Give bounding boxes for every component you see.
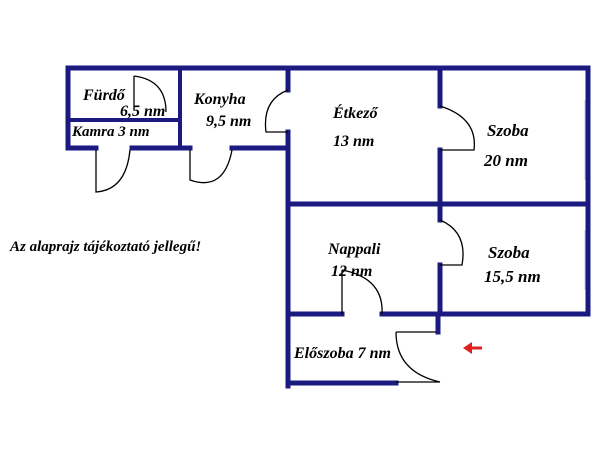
- door-swing: [439, 105, 476, 151]
- room-name-konyha: Konyha: [193, 91, 246, 108]
- disclaimer-note: Az alaprajz tájékoztató jellegű!: [9, 239, 201, 255]
- door-swing: [439, 219, 464, 266]
- room-area-kamra: 3 nm: [117, 124, 149, 140]
- room-name-eloszoba: Előszoba 7 nm: [293, 345, 391, 362]
- room-area-furdo: 6,5 nm: [120, 103, 165, 120]
- room-name-eloszoba-text: Előszoba: [293, 345, 354, 362]
- room-name-etkezo: Étkező: [332, 103, 378, 122]
- room-area-szoba-2: 15,5 nm: [484, 267, 541, 286]
- room-area-konyha: 9,5 nm: [206, 113, 251, 130]
- room-name-kamra: Kamra 3 nm: [71, 124, 150, 140]
- door-swing: [341, 269, 383, 315]
- door-swing: [133, 75, 167, 113]
- room-area-eloszoba: 7 nm: [358, 345, 391, 362]
- door-swing: [95, 149, 131, 193]
- room-name-szoba-2: Szoba: [488, 243, 530, 262]
- room-name-nappali: Nappali: [327, 241, 381, 258]
- room-area-etkezo: 13 nm: [333, 133, 374, 150]
- walls: [65, 65, 591, 389]
- door-swing: [264, 89, 289, 133]
- arrow-head: [463, 342, 472, 354]
- room-name-kamra-text: Kamra: [71, 124, 115, 140]
- door-swing: [395, 331, 441, 383]
- doors: [95, 75, 476, 383]
- door-swing: [189, 149, 233, 184]
- room-name-szoba-1: Szoba: [487, 121, 529, 140]
- red-arrow-left-icon: [463, 342, 482, 354]
- room-area-nappali: 12 nm: [331, 263, 372, 280]
- room-area-szoba-1: 20 nm: [483, 151, 528, 170]
- room-name-furdo: Fürdő: [82, 87, 126, 104]
